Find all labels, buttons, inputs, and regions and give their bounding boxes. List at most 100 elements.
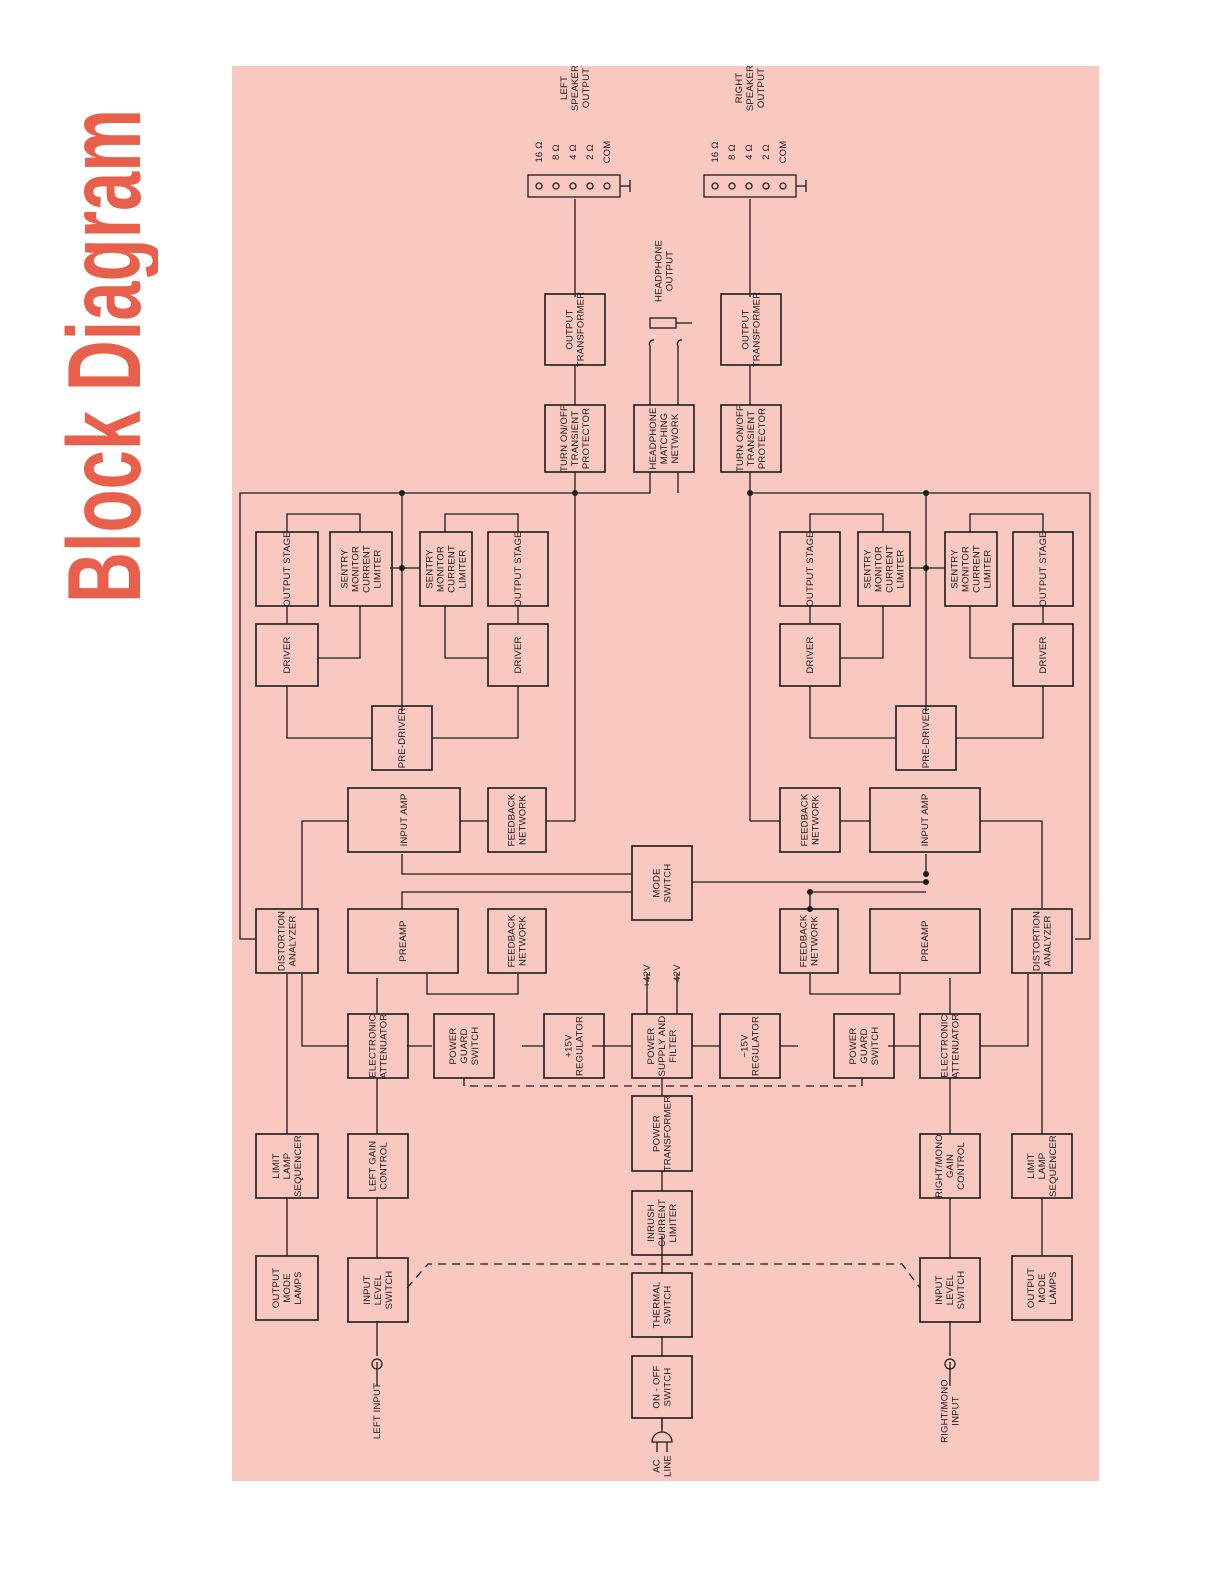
block-right-input-level-label: INPUTLEVELSWITCH <box>934 1271 967 1310</box>
block-right-driver-a-label-line: DRIVER <box>805 636 816 673</box>
block-right-attenuator-box <box>919 1013 981 1079</box>
block-right-attenuator-label-line: ATTENUATOR <box>950 1014 961 1079</box>
block-right-distortion-label-line: ANALYZER <box>1042 915 1053 966</box>
block-right-output-transformer-label-line: TRANSFORMER <box>751 292 762 368</box>
right-impedance-1: 8 Ω <box>727 144 738 160</box>
block-right-distortion-label: DISTORTIONANALYZER <box>1031 911 1053 971</box>
block-right-feedback-bottom-label-line: NETWORK <box>809 916 820 966</box>
block-thermal-switch-box <box>631 1272 693 1338</box>
block-mode-switch-label-line: SWITCH <box>662 864 673 903</box>
block-reg-minus15: −15VREGULATOR <box>719 1013 781 1079</box>
block-right-transient-label-line: PROTECTOR <box>757 408 768 469</box>
right-impedance-3-line: 2 Ω <box>761 144 772 160</box>
block-left-attenuator: ELECTRONICATTENUATOR <box>347 1013 409 1079</box>
block-left-output-stage-a-label-line: OUTPUT STAGE <box>282 531 293 606</box>
block-headphone-network-box <box>633 404 695 473</box>
block-left-power-guard-label-line: POWER <box>448 1028 459 1065</box>
block-left-limit-lamp: LIMITLAMPSEQUENCER <box>255 1133 319 1199</box>
right-impedance-2-line: 4 Ω <box>744 144 755 160</box>
block-left-feedback-bottom: FEEDBACKNETWORK <box>487 908 547 974</box>
block-left-feedback-top-label-line: FEEDBACK <box>506 793 517 846</box>
block-left-output-stage-a-label: OUTPUT STAGE <box>282 531 293 606</box>
block-right-limit-lamp-label-line: LAMP <box>1037 1153 1048 1180</box>
block-left-distortion-label: DISTORTIONANALYZER <box>276 911 298 971</box>
block-left-feedback-top-label-line: NETWORK <box>517 795 528 845</box>
block-left-output-stage-b-label: OUTPUT STAGE <box>513 531 524 606</box>
block-right-output-stage-a-label: OUTPUT STAGE <box>805 531 816 606</box>
block-right-output-stage-b-label-line: OUTPUT STAGE <box>1038 531 1049 606</box>
block-left-input-amp-label-line: INPUT AMP <box>399 794 410 847</box>
block-left-input-amp: INPUT AMP <box>347 787 461 853</box>
block-left-preamp-box <box>347 908 459 974</box>
label-headphone-output-line: HEADPHONE <box>653 240 664 302</box>
block-left-driver-a: DRIVER <box>255 623 319 687</box>
block-right-sentry-a-box <box>857 531 911 607</box>
block-right-power-guard-label-line: GUARD <box>859 1028 870 1063</box>
block-inrush-limiter-label-line: INRUSH <box>646 1204 657 1242</box>
block-left-power-guard-label-line: GUARD <box>459 1028 470 1063</box>
block-on-off-switch-label: ON - OFFSWITCH <box>651 1365 673 1408</box>
block-left-input-amp-label: INPUT AMP <box>399 794 410 847</box>
block-right-pre-driver-label-line: PRE-DRIVER <box>921 708 932 769</box>
block-reg-minus15-label: −15VREGULATOR <box>739 1016 761 1076</box>
block-headphone-network-label-line: HEADPHONE <box>648 408 659 470</box>
block-power-supply-label-line: FILTER <box>668 1029 679 1062</box>
block-left-output-lamps-label: OUTPUTMODELAMPS <box>271 1268 304 1308</box>
block-right-gain-control-label-line: GAIN <box>945 1154 956 1178</box>
block-left-gain-control-label-line: LEFT GAIN <box>367 1141 378 1192</box>
block-right-distortion: DISTORTIONANALYZER <box>1011 908 1073 974</box>
block-left-feedback-bottom-label: FEEDBACKNETWORK <box>506 914 528 967</box>
block-reg-plus15-label-line: REGULATOR <box>574 1016 585 1076</box>
block-right-transient-label-line: TURN ON/OFF <box>735 405 746 472</box>
block-left-power-guard: POWERGUARDSWITCH <box>433 1013 495 1079</box>
block-right-limit-lamp-label-line: SEQUENCER <box>1048 1135 1059 1197</box>
block-right-output-lamps-box <box>1011 1255 1073 1321</box>
block-left-input-level-label-line: INPUT <box>362 1275 373 1305</box>
block-reg-plus15: +15VREGULATOR <box>543 1013 605 1079</box>
block-left-limit-lamp-label-line: LIMIT <box>271 1153 282 1178</box>
block-right-output-transformer-box <box>720 293 782 366</box>
label-right-speaker-output-line: RIGHT <box>734 73 745 104</box>
block-left-limit-lamp-label: LIMITLAMPSEQUENCER <box>271 1135 304 1197</box>
block-right-feedback-top-box <box>779 787 841 853</box>
left-impedance-3: 2 Ω <box>585 144 596 160</box>
block-right-sentry-b-label-line: LIMITER <box>982 550 993 589</box>
right-impedance-4: COM <box>778 141 789 164</box>
block-left-preamp-label: PREAMP <box>398 920 409 961</box>
block-left-transient-label-line: TRANSIENT <box>570 411 581 467</box>
block-left-sentry-a-label-line: CURRENT <box>361 545 372 593</box>
label-ac-line-line: LINE <box>662 1455 673 1477</box>
headphone-jack <box>649 317 692 329</box>
block-left-output-stage-a: OUTPUT STAGE <box>255 531 319 607</box>
block-left-preamp: PREAMP <box>347 908 459 974</box>
block-power-transformer: POWERTRANSFORMER <box>631 1095 693 1172</box>
block-right-feedback-bottom: FEEDBACKNETWORK <box>779 908 839 974</box>
label-right-speaker-output: RIGHTSPEAKEROUTPUT <box>734 66 767 111</box>
block-left-preamp-label-line: PREAMP <box>398 920 409 961</box>
block-right-output-stage-b-box <box>1012 531 1074 607</box>
block-left-input-level-box <box>347 1257 409 1323</box>
label-headphone-output-line: OUTPUT <box>664 251 675 291</box>
block-left-feedback-top: FEEDBACKNETWORK <box>487 787 547 853</box>
block-right-input-amp: INPUT AMP <box>869 787 981 853</box>
block-left-transient-box <box>544 404 606 473</box>
block-right-sentry-a-label-line: SENTRY <box>862 549 873 589</box>
block-left-sentry-a-label: SENTRYMONITORCURRENTLIMITER <box>339 545 383 593</box>
label-minus42-line: −42V <box>672 964 683 988</box>
block-left-distortion-label-line: ANALYZER <box>287 915 298 966</box>
block-mode-switch-box <box>631 845 693 921</box>
block-inrush-limiter-label-line: CURRENT <box>657 1199 668 1247</box>
left-input-jack <box>371 1358 383 1370</box>
block-left-sentry-a-label-line: MONITOR <box>350 546 361 592</box>
block-right-transient-box <box>720 404 782 473</box>
connection-lines <box>239 199 1091 1429</box>
block-left-output-stage-b-label-line: OUTPUT STAGE <box>513 531 524 606</box>
block-right-driver-b-label-line: DRIVER <box>1038 636 1049 673</box>
block-left-pre-driver: PRE-DRIVER <box>371 705 433 771</box>
block-right-limit-lamp-label: LIMITLAMPSEQUENCER <box>1026 1135 1059 1197</box>
block-right-attenuator: ELECTRONICATTENUATOR <box>919 1013 981 1079</box>
block-right-driver-a: DRIVER <box>779 623 841 687</box>
block-left-driver-a-label-line: DRIVER <box>282 636 293 673</box>
label-ac-line: ACLINE <box>651 1455 673 1477</box>
block-left-sentry-b-box <box>419 531 473 607</box>
